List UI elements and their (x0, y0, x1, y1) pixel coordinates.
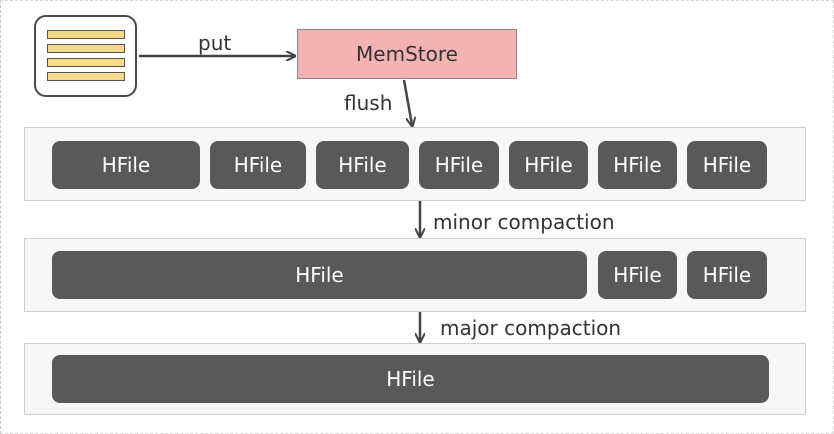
minor-compaction-label: minor compaction (433, 210, 615, 234)
hfile-block: HFile (52, 355, 769, 403)
data-records-icon (34, 15, 137, 97)
put-label: put (198, 31, 232, 55)
hfile-block: HFile (598, 141, 677, 189)
hfile-block: HFile (210, 141, 306, 189)
hfile-block: HFile (598, 251, 677, 299)
memstore-box: MemStore (297, 29, 517, 79)
hfile-block: HFile (687, 251, 767, 299)
record-line (47, 44, 125, 53)
flush-arrow (402, 79, 412, 125)
hfile-level-2-panel: HFile HFile HFile (24, 238, 806, 312)
major-compaction-label: major compaction (440, 316, 622, 340)
hfile-block: HFile (509, 141, 588, 189)
hfile-level-1-panel: HFile HFile HFile HFile HFile HFile HFil… (24, 127, 806, 201)
record-line (47, 30, 125, 39)
record-line (47, 72, 125, 81)
hfile-block: HFile (687, 141, 767, 189)
hfile-block: HFile (419, 141, 499, 189)
hfile-block: HFile (316, 141, 409, 189)
flush-label: flush (344, 91, 393, 115)
hfile-level-3-panel: HFile (24, 343, 806, 415)
record-line (47, 58, 125, 67)
hfile-block: HFile (52, 141, 200, 189)
hfile-block: HFile (52, 251, 587, 299)
